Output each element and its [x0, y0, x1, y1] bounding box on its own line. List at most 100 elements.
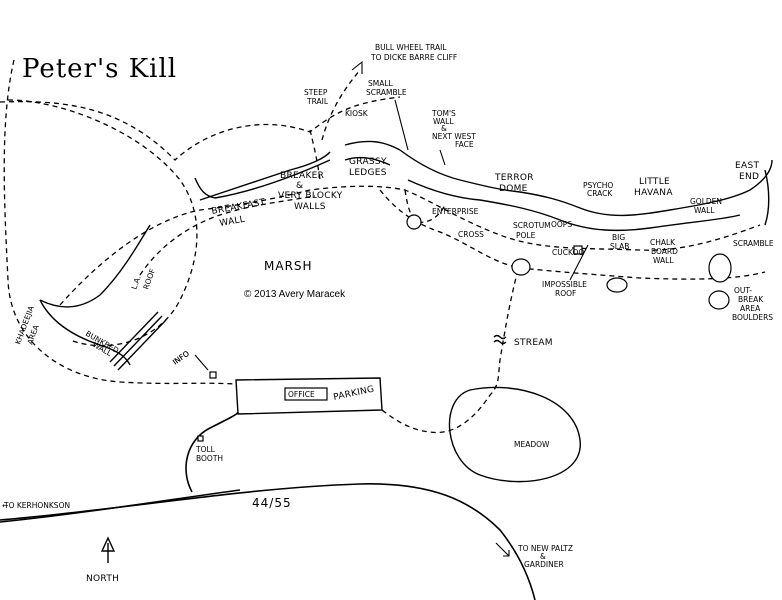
label-scrotum-1: SCROTUM — [513, 221, 551, 230]
label-big-slab-1: BIG — [612, 233, 625, 242]
label-breaker-3: VERY BLOCKY — [278, 191, 343, 201]
label-marsh: MARSH — [264, 259, 313, 273]
label-oops: OOPS — [551, 220, 572, 229]
cliff-breaker-walls — [199, 151, 331, 201]
trail-marsh-north — [139, 195, 316, 276]
cliff-la-roof — [39, 224, 151, 308]
copyright: © 2013 Avery Maracek — [244, 289, 346, 300]
label-psycho-1: PSYCHO — [583, 181, 613, 190]
boulder-oops — [573, 245, 583, 255]
label-to-kerhonkson: TO KERHONKSON — [3, 501, 70, 510]
label-out-break-3: AREA — [740, 304, 761, 313]
label-cuckoo: CUCKOO — [552, 248, 584, 257]
label-toms-1: TOM'S — [431, 109, 456, 118]
label-stream: STREAM — [514, 338, 553, 348]
label-la-roof-1: L.A. — [129, 274, 142, 290]
main-road-lower-edge — [0, 489, 241, 523]
label-toll-1: TOLL — [195, 445, 216, 454]
trail-to-bull-wheel — [321, 69, 361, 141]
label-terror-2: DOME — [499, 184, 528, 194]
cliff-breakfast-wall — [194, 159, 331, 199]
label-terror-1: TERROR — [494, 173, 534, 183]
arrow-small-scramble — [394, 99, 409, 151]
label-small-scramble-1: SMALL — [368, 79, 394, 88]
label-new-paltz-1: TO NEW PALTZ — [517, 544, 573, 553]
label-bull-wheel-2: TO DICKE BARRE CLIFF — [370, 53, 457, 62]
boulder-east-1 — [708, 253, 732, 283]
label-breaker-4: WALLS — [294, 202, 326, 212]
label-toms-5: FACE — [455, 140, 474, 149]
cliff-east-end — [764, 169, 770, 226]
label-out-break-4: BOULDERS — [732, 313, 773, 322]
label-cross: CROSS — [458, 230, 484, 239]
label-small-scramble-2: SCRAMBLE — [366, 88, 407, 97]
label-impossible-2: ROOF — [555, 289, 576, 298]
arrow-info — [194, 354, 209, 371]
arrow-kerhonkson: ← — [2, 501, 8, 510]
label-info-text: INFO — [171, 349, 191, 367]
label-parking: PARKING — [333, 384, 376, 402]
entrance-road — [185, 411, 239, 493]
label-kiosk: KIOSK — [345, 109, 369, 118]
label-scramble: SCRAMBLE — [733, 239, 774, 248]
arrow-new-paltz — [495, 542, 510, 557]
arrow-toms — [439, 149, 446, 166]
label-golden-2: WALL — [694, 206, 715, 215]
info-icon — [209, 371, 217, 379]
toll-booth-icon — [197, 435, 204, 442]
boulder-enterprise — [406, 214, 422, 230]
boulder-big-slab — [606, 277, 628, 293]
office-building — [284, 387, 328, 401]
parking-lot — [235, 377, 383, 415]
label-out-break-2: BREAK — [738, 295, 764, 304]
cliff-grassy-ledges — [344, 140, 401, 166]
label-breakfast-1: BREAKFAST — [211, 198, 267, 217]
stream-icon — [493, 334, 507, 345]
label-breaker-1: BREAKER — [280, 171, 324, 181]
label-meadow: MEADOW — [514, 440, 550, 449]
label-steep-2: TRAIL — [306, 97, 329, 106]
trail-west-loop-2 — [7, 99, 198, 347]
label-grassy-2: LEDGES — [349, 168, 387, 178]
label-steep-1: STEEP — [304, 88, 328, 97]
label-out-break-1: OUT- — [734, 286, 752, 295]
label-toms-3: & — [441, 124, 447, 133]
label-toms-4: NEXT WEST — [432, 132, 476, 141]
label-bull-wheel-1: BULL WHEEL TRAIL — [375, 43, 447, 52]
cliff-central — [399, 149, 773, 217]
label-psycho-2: CRACK — [587, 189, 613, 198]
label-scrotum-2: POLE — [516, 231, 536, 240]
label-little-havana-1: LITTLE — [639, 177, 670, 187]
label-chalk-1: CHALK — [650, 238, 676, 247]
meadow — [448, 386, 581, 483]
label-breaker-2: & — [296, 181, 303, 191]
label-little-havana-2: HAVANA — [634, 188, 673, 198]
label-office: OFFICE — [288, 390, 315, 399]
trail-stream — [381, 269, 519, 434]
arrow-impossible — [569, 244, 589, 281]
cliff-bunkbed — [39, 299, 131, 366]
label-new-paltz-3: GARDINER — [524, 560, 564, 569]
label-east-end-1: EAST — [735, 161, 759, 171]
trail-lower-cliff — [379, 189, 766, 280]
label-enterprise: ENTERPRISE — [432, 207, 479, 216]
label-chalk-2: BOARD — [651, 247, 678, 256]
arrow-bull-wheel — [351, 60, 363, 74]
label-chalk-3: WALL — [653, 256, 674, 265]
label-golden-1: GOLDEN — [690, 197, 722, 206]
label-grassy-1: GRASSY — [349, 157, 387, 167]
north-arrow-icon — [100, 536, 116, 563]
label-new-paltz-2: & — [540, 552, 546, 561]
label-la-roof-2: ROOF — [141, 268, 157, 291]
boulder-out-break — [708, 290, 730, 310]
trail-west-loop — [3, 59, 237, 385]
bunkbed-hatch — [109, 311, 167, 371]
label-impossible-1: IMPOSSIBLE — [542, 280, 587, 289]
trail-steep — [309, 129, 321, 181]
road-number: 44/55 — [252, 496, 292, 510]
boulder-stream — [511, 258, 531, 276]
compass-label: NORTH — [86, 574, 119, 584]
map-title: Peter's Kill — [22, 54, 177, 84]
